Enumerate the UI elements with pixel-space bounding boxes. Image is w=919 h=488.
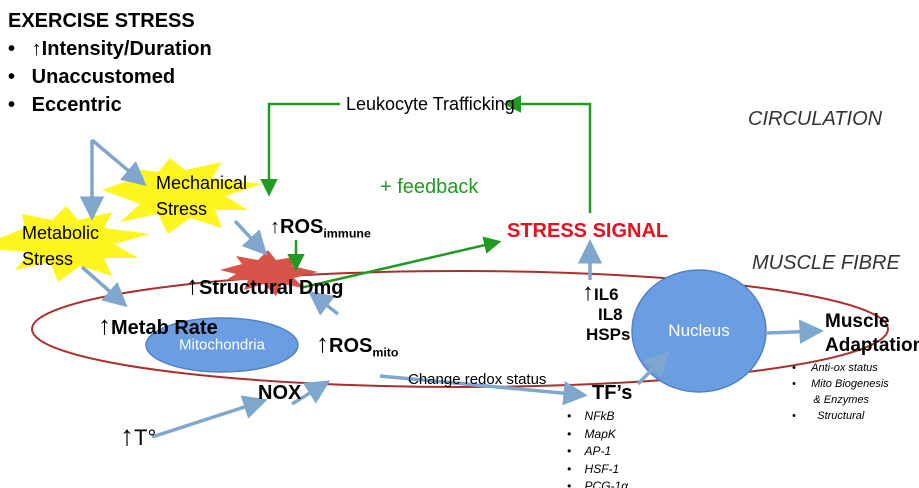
- adaptation-item: • Anti-ox status: [792, 362, 878, 374]
- tf-item: • NFkB: [567, 409, 615, 423]
- muscle-fibre-label: MUSCLE FIBRE: [752, 252, 900, 274]
- green-arrows: [260, 95, 592, 290]
- arrow-redox-to-tfs: [379, 374, 588, 406]
- up-arrow-icon: ↑: [120, 420, 134, 451]
- arrow-ros-mito-to-damage: [308, 291, 340, 316]
- arrow-damage-to-stress-signal: [299, 236, 502, 290]
- mitochondria-ellipse: [145, 317, 299, 373]
- adaptation-list: • Anti-ox status • Mito Biogenesis & Enz…: [792, 360, 889, 424]
- tf-item: • AP-1: [567, 444, 612, 458]
- hsps-label: HSPs: [586, 325, 631, 344]
- temperature-label: ↑T°: [120, 420, 157, 451]
- muscle-fibre-outline: [31, 270, 889, 388]
- blue-arrows: [79, 138, 824, 439]
- diagram-graphics: [0, 95, 889, 439]
- up-arrow-icon: ↑: [98, 310, 111, 340]
- adaptation-item: • Mito Biogenesis: [792, 378, 889, 390]
- exercise-stress-item: • Unaccustomed: [8, 66, 176, 88]
- tfs-list: • NFkB • MapK • AP-1 • HSF-1 • PCG-1α: [567, 408, 628, 488]
- metab-rate-label: ↑Metab Rate: [98, 310, 218, 340]
- up-arrow-icon: ↑: [186, 270, 199, 300]
- stress-signal-label: STRESS SIGNAL: [507, 220, 669, 242]
- mechanical-stress-label: Mechanical Stress: [156, 173, 248, 219]
- arrow-metabolic-to-metab-rate: [80, 265, 128, 308]
- plus-feedback-label: + feedback: [380, 176, 479, 198]
- muscle-adaptation-title: Muscle Adaptation: [825, 311, 919, 356]
- arrow-nox-to-ros-mito: [291, 380, 331, 406]
- up-arrow-icon: ↑: [582, 279, 594, 306]
- exercise-stress-title: EXERCISE STRESS: [8, 10, 195, 32]
- up-arrow-icon: ↑: [316, 328, 329, 358]
- tfs-label: TF’s: [592, 382, 633, 404]
- adaptation-item: & Enzymes: [813, 394, 870, 406]
- metabolic-stress-star: [0, 206, 150, 282]
- arrow-temperature-to-nox: [151, 395, 268, 439]
- diagram-canvas: EXERCISE STRESS • ↑Intensity/Duration • …: [0, 10, 919, 488]
- exercise-stress-item: • Eccentric: [8, 94, 122, 116]
- circulation-label: CIRCULATION: [748, 108, 883, 130]
- nucleus-label: Nucleus: [668, 321, 730, 340]
- up-arrow-icon: ↑: [270, 216, 280, 238]
- ros-immune-label: ↑ROSimmune: [270, 216, 371, 241]
- ros-mito-label: ↑ROSmito: [316, 328, 399, 360]
- arrow-to-mechanical-stress: [90, 138, 147, 187]
- exercise-stress-item: • ↑Intensity/Duration: [8, 38, 212, 60]
- arrow-leukocyte-to-ros-immune: [260, 102, 340, 197]
- tf-item: • MapK: [567, 426, 616, 441]
- mitochondria-label: Mitochondria: [179, 336, 265, 354]
- il8-label: IL8: [598, 305, 623, 324]
- structural-damage-label: ↑Structural Dmg: [186, 270, 344, 300]
- tf-item: • PCG-1α: [567, 479, 629, 488]
- il6-label: ↑IL6: [582, 279, 619, 306]
- metabolic-stress-label: Metabolic Stress: [22, 223, 100, 269]
- arrow-tfs-to-nucleus: [636, 351, 670, 386]
- up-arrow-icon: ↑: [31, 38, 42, 60]
- change-redox-label: Change redox status: [408, 371, 547, 388]
- arrow-mechanical-to-damage: [233, 219, 268, 256]
- tf-item: • HSF-1: [567, 461, 620, 476]
- nox-label: NOX: [258, 382, 302, 404]
- leukocyte-trafficking-label: Leukocyte Trafficking: [346, 94, 515, 114]
- arrow-stress-signal-to-leukocyte: [503, 95, 592, 213]
- arrow-nucleus-to-adaptation: [766, 319, 824, 344]
- adaptation-item: • Structural: [792, 410, 865, 422]
